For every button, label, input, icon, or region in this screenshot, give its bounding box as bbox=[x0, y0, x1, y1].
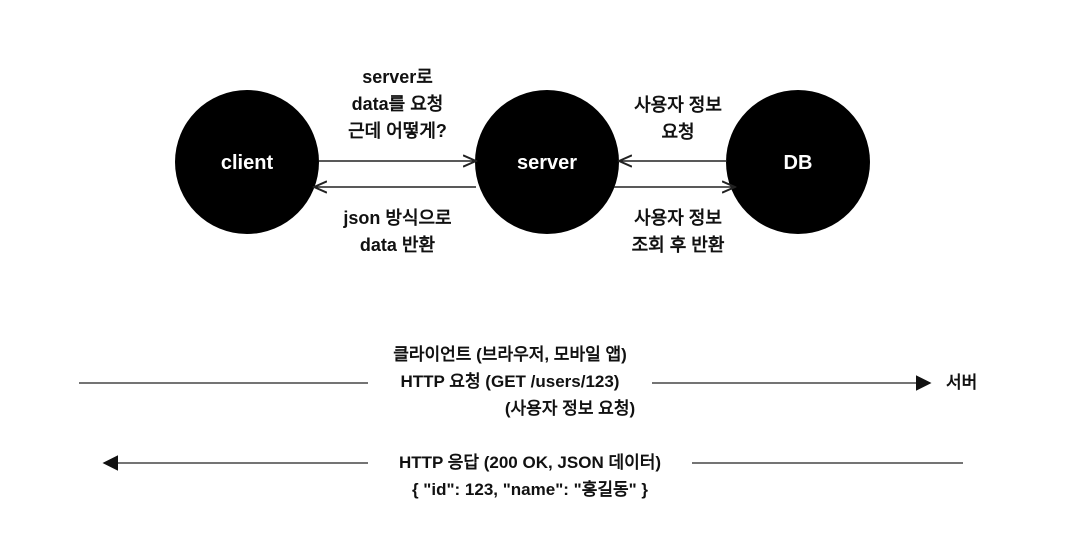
client-to-server-label-line3: 근데 어떻게? bbox=[348, 121, 447, 141]
server-to-db-label-line1: 사용자 정보 bbox=[634, 95, 722, 115]
client-to-server-label: server로 data를 요청 근데 어떻게? bbox=[319, 64, 476, 145]
server-node bbox=[475, 90, 619, 234]
db-node bbox=[726, 90, 870, 234]
response-flow-line2: { "id": 123, "name": "홍길동" } bbox=[411, 480, 649, 499]
db-to-server-label-line2: 조회 후 반환 bbox=[631, 235, 725, 255]
client-to-server-label-line2: data를 요청 bbox=[351, 94, 444, 114]
db-to-server-label: 사용자 정보 조회 후 반환 bbox=[614, 205, 742, 259]
server-to-client-label-line2: data 반환 bbox=[359, 235, 436, 255]
server-to-client-label: json 방식으로 data 반환 bbox=[319, 205, 476, 259]
request-target-label: 서버 bbox=[946, 373, 978, 392]
request-flow-line1: 클라이언트 (브라우저, 모바일 앱) bbox=[393, 345, 627, 364]
client-to-server-label-line1: server로 bbox=[362, 67, 433, 87]
request-flow-line3: (사용자 정보 요청) bbox=[504, 399, 636, 418]
response-flow-line1: HTTP 응답 (200 OK, JSON 데이터) bbox=[398, 453, 662, 472]
response-flow-label: HTTP 응답 (200 OK, JSON 데이터) { "id": 123, … bbox=[360, 449, 700, 503]
server-node-label: server bbox=[517, 152, 577, 174]
request-flow-line2: HTTP 요청 (GET /users/123) bbox=[400, 372, 620, 391]
client-node bbox=[175, 90, 319, 234]
server-to-db-label: 사용자 정보 요청 bbox=[614, 92, 742, 146]
request-flow-label: 클라이언트 (브라우저, 모바일 앱) HTTP 요청 (GET /users/… bbox=[360, 341, 660, 422]
db-to-server-label-line1: 사용자 정보 bbox=[634, 208, 722, 228]
server-to-client-label-line1: json 방식으로 bbox=[343, 208, 452, 228]
db-node-label: DB bbox=[784, 152, 813, 174]
client-node-label: client bbox=[221, 152, 274, 174]
server-to-db-label-line2: 요청 bbox=[661, 122, 695, 142]
